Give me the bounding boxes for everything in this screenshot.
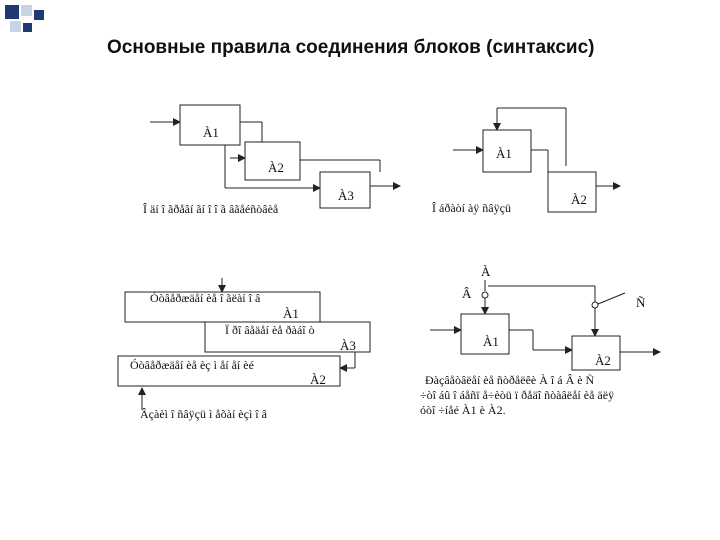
block-a2-label: À2 — [571, 192, 587, 207]
corner-decoration-square — [34, 10, 44, 20]
junction-dot — [481, 291, 489, 299]
nested-block-3-title: Óòâåðæäåí èå èç ì åí åí èé — [130, 358, 254, 372]
block-a2-label: À2 — [268, 160, 284, 175]
nested-block-2-label: À3 — [340, 338, 356, 353]
block-a2 — [547, 171, 597, 213]
block-a2 — [571, 335, 621, 371]
sequential-caption: Î äí î ãðåâí ãí î î ã âãåéñòâèå — [143, 202, 279, 216]
nested-block-1 — [124, 291, 321, 323]
nested-block-2 — [204, 321, 371, 353]
nested-caption: Âçàèì î ñâÿçü ì åõàí èçì î â — [140, 407, 268, 421]
corner-decoration-square — [23, 23, 32, 32]
block-a1 — [482, 129, 532, 173]
condition-caption-line: Ðàçâåòâëåí èå ñòðåëêè À î á Â è Ñ — [425, 373, 595, 387]
block-a1-label: À1 — [483, 334, 499, 349]
switch-label: Ñ — [636, 295, 646, 310]
nested-block-1-title: Óòâåðæäåí èå î ãëàí î â — [150, 291, 261, 305]
corner-decoration-square — [21, 5, 32, 16]
input-b-label: Â — [462, 286, 472, 301]
block-a3 — [319, 171, 371, 209]
condition-diagram: À Â Ñ À1 À2 Ðàçâåòâëåí èå ñòðåëêè À î á … — [420, 264, 661, 417]
loop-diagram: À1 À2 Î áðàòí àÿ ñâÿçü — [432, 107, 621, 215]
block-a2-label: À2 — [595, 353, 611, 368]
block-a1 — [460, 313, 510, 355]
condition-caption-line: ÷òî áû î áåñï å÷èòü ï ðåäî ñòàâëåí èå äë… — [420, 388, 614, 402]
block-a2 — [244, 141, 301, 181]
switch-node — [591, 301, 599, 309]
block-a1-label: À1 — [496, 146, 512, 161]
loop-caption: Î áðàòí àÿ ñâÿçü — [432, 201, 511, 215]
corner-decoration-square — [5, 5, 19, 19]
block-a1-label: À1 — [203, 125, 219, 140]
block-a1 — [179, 104, 241, 146]
slide-title: Основные правила соединения блоков (синт… — [107, 37, 595, 58]
corner-decoration-square — [10, 21, 21, 32]
input-a-label: À — [481, 264, 491, 279]
nested-block-3 — [117, 355, 341, 387]
nested-block-2-title: Ï ðî âåäåí èå ðàáî ò — [225, 323, 315, 337]
nested-diagram: Óòâåðæäåí èå î ãëàí î â À1 Ï ðî âåäåí èå… — [117, 278, 371, 421]
sequential-diagram: À1 À2 À3 Î äí î ãðåâí ãí î î ã âãåéñòâèå — [143, 104, 401, 216]
nested-block-1-label: À1 — [283, 306, 299, 321]
block-a3-label: À3 — [338, 188, 354, 203]
nested-block-3-label: À2 — [310, 372, 326, 387]
condition-caption-line: óòî ÷íåé À1 è À2. — [420, 403, 506, 417]
